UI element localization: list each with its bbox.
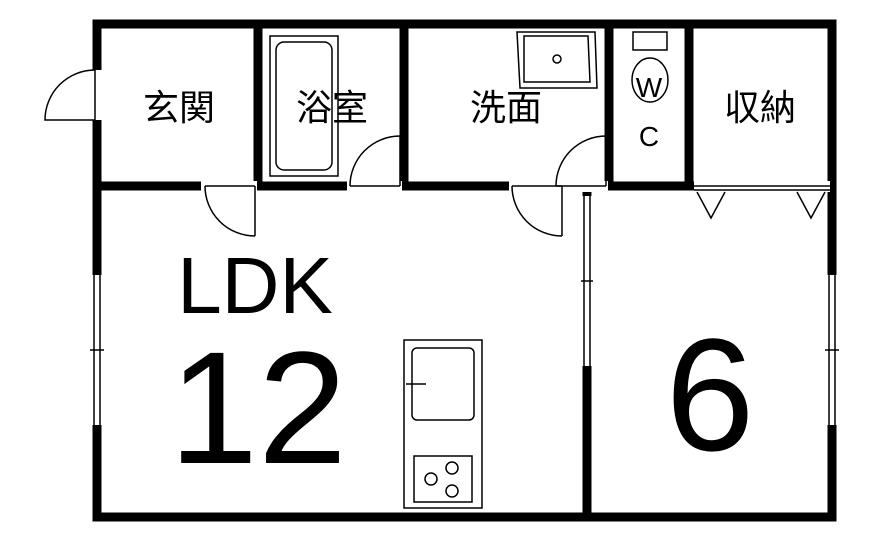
toilet <box>631 31 669 103</box>
bath-door <box>349 135 401 187</box>
entrance-door <box>44 69 96 121</box>
label-washroom: 洗面 <box>470 88 542 129</box>
label-toilet-w: W <box>636 72 663 103</box>
label-toilet-c: C <box>639 121 659 152</box>
label-ldk: LDK <box>177 241 333 330</box>
label-ldk-size: 12 <box>169 318 347 497</box>
kitchen-counter <box>403 339 483 509</box>
sliding-door <box>581 196 593 366</box>
windows <box>90 275 839 425</box>
wash-door <box>555 135 607 187</box>
label-bathroom: 浴室 <box>296 88 368 129</box>
label-entrance: 玄関 <box>143 88 215 129</box>
ldk-door-left <box>204 185 256 237</box>
bathtub <box>269 35 339 177</box>
doors <box>44 69 607 237</box>
label-bedroom-size: 6 <box>666 305 755 484</box>
ldk-door-right <box>511 185 563 237</box>
stove <box>413 455 473 503</box>
storage-doors <box>694 185 830 220</box>
washbasin <box>516 31 598 89</box>
label-storage: 収納 <box>724 88 796 129</box>
